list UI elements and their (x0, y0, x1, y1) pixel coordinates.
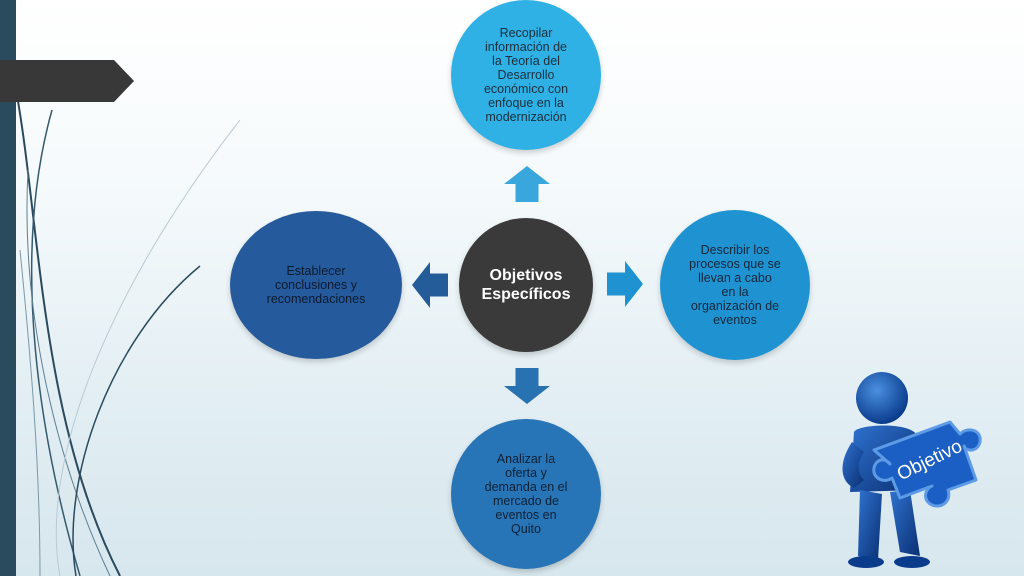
decorative-curves (15, 89, 241, 576)
objective-bottom-circle: Analizar la oferta y demanda en el merca… (451, 419, 601, 569)
central-hub-circle: Objetivos Específicos (459, 218, 593, 352)
objective-right-circle: Describir los procesos que se llevan a c… (660, 210, 810, 360)
left-accent-bar (0, 0, 16, 576)
objective-top-circle: Recopilar información de la Teoría del D… (451, 0, 601, 150)
arrow-up-icon (504, 166, 550, 202)
arrow-down-icon (504, 368, 550, 404)
central-hub-title: Objetivos Específicos (481, 267, 571, 303)
title-tab (0, 60, 134, 102)
person-puzzle-icon (842, 372, 982, 568)
objective-left-circle: Establecer conclusiones y recomendacione… (230, 211, 402, 359)
arrow-right-icon (607, 261, 643, 307)
objective-right-text: Describir los procesos que se llevan a c… (689, 243, 781, 327)
objective-left-text: Establecer conclusiones y recomendacione… (266, 264, 366, 306)
arrow-left-icon (412, 262, 448, 308)
objective-bottom-text: Analizar la oferta y demanda en el merca… (484, 452, 568, 536)
objective-top-text: Recopilar información de la Teoría del D… (483, 26, 569, 124)
